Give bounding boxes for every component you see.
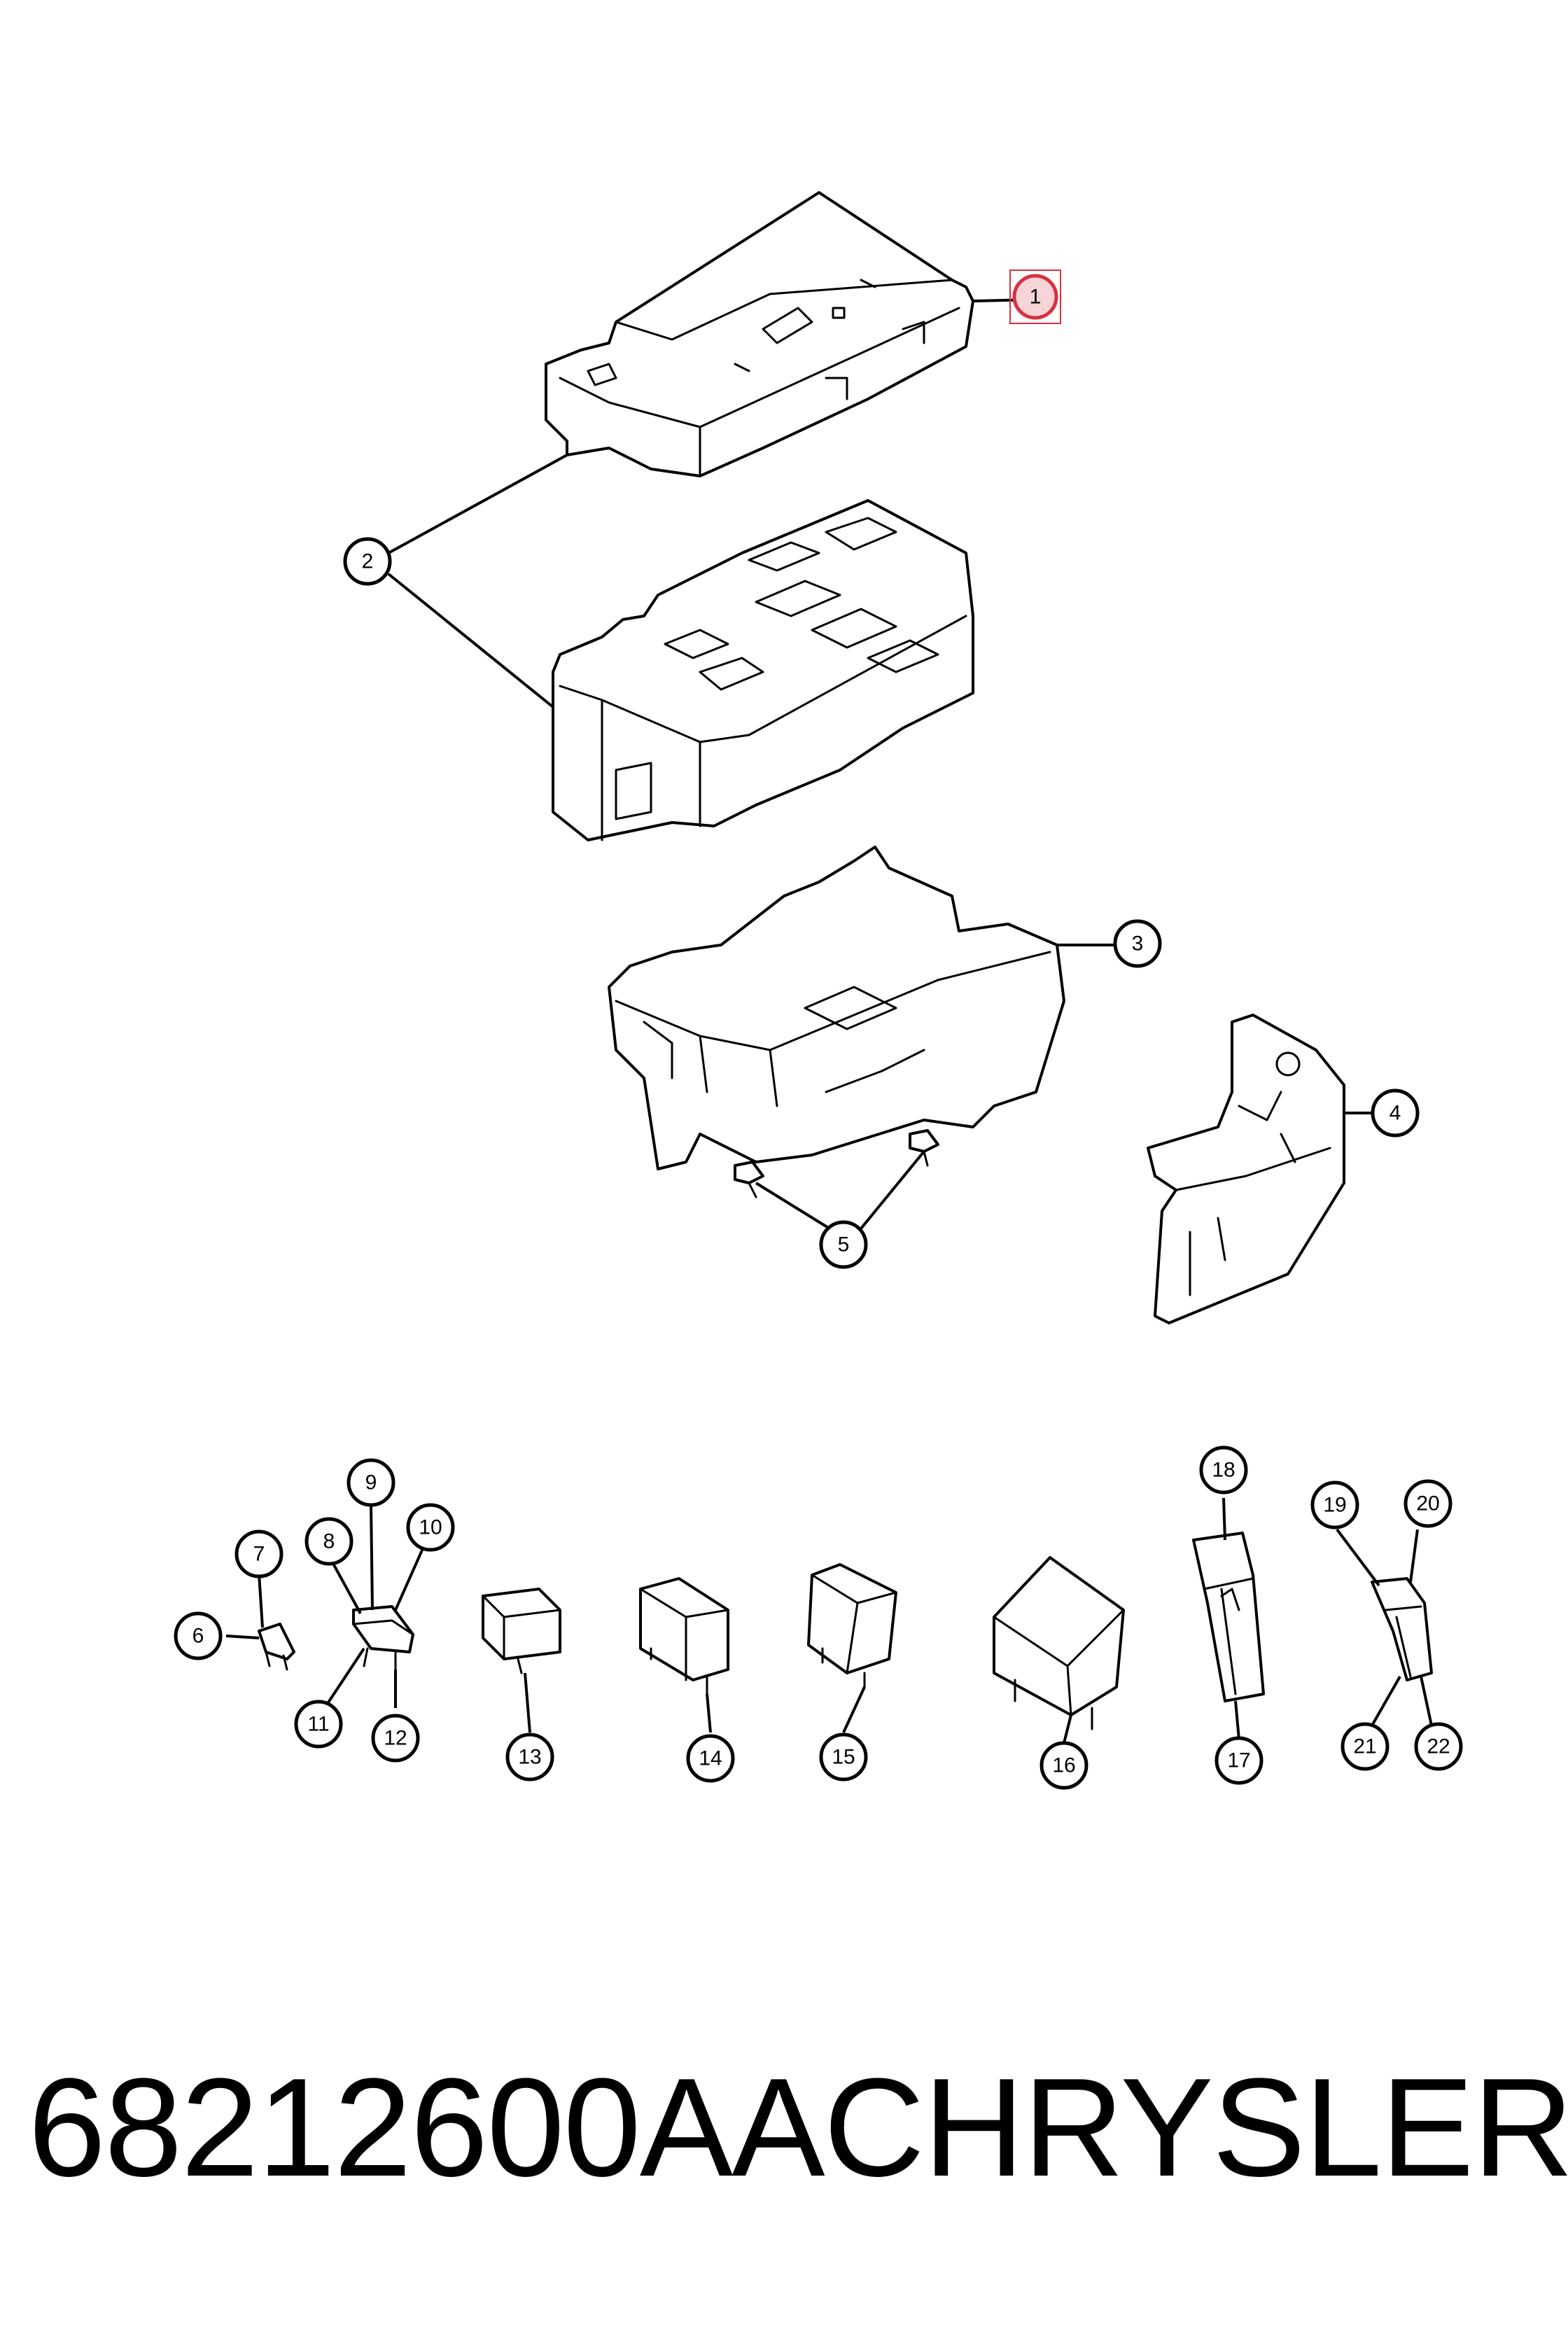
callout-8-label: 8: [323, 1530, 335, 1553]
part-8-12-fuse: [352, 1605, 414, 1671]
callout-16-label: 16: [1052, 1754, 1075, 1777]
footer: 68212600AA CHRYSLER: [28, 2050, 1568, 2206]
callout-14[interactable]: 14: [686, 1734, 735, 1783]
part-number: 68212600AA: [28, 2050, 825, 2206]
part-19-22-fuse: [1371, 1577, 1433, 1681]
part-4-bracket: [1147, 1014, 1345, 1324]
part-2-fuse-box: [552, 499, 974, 841]
callout-11-label: 11: [307, 1713, 329, 1736]
callout-6[interactable]: 6: [174, 1611, 223, 1660]
callout-15[interactable]: 15: [819, 1732, 868, 1782]
leader-lines: [225, 298, 1433, 1744]
callout-8[interactable]: 8: [304, 1517, 354, 1566]
callout-15-label: 15: [832, 1746, 855, 1769]
callout-10[interactable]: 10: [406, 1503, 455, 1552]
part-6-mini-fuse: [258, 1623, 295, 1671]
callout-22[interactable]: 22: [1414, 1722, 1463, 1771]
callout-19-label: 19: [1323, 1494, 1346, 1517]
callout-14-label: 14: [699, 1747, 722, 1770]
callout-6-label: 6: [192, 1625, 204, 1648]
part-15-relay: [807, 1563, 897, 1688]
part-17-18-fuse: [1192, 1532, 1265, 1702]
callout-9[interactable]: 9: [346, 1458, 396, 1507]
callout-18-label: 18: [1212, 1459, 1235, 1482]
callout-4-label: 4: [1390, 1102, 1401, 1125]
callout-7-label: 7: [253, 1543, 265, 1566]
callout-10-label: 10: [419, 1516, 442, 1539]
callout-13-label: 13: [518, 1746, 541, 1769]
callout-19[interactable]: 19: [1310, 1480, 1359, 1530]
callout-9-label: 9: [365, 1471, 377, 1494]
part-5-screws: [734, 1129, 939, 1198]
part-14-relay: [639, 1577, 729, 1695]
callout-13[interactable]: 13: [505, 1732, 554, 1782]
callout-22-label: 22: [1427, 1735, 1450, 1758]
callout-18[interactable]: 18: [1199, 1446, 1248, 1494]
part-3-tray: [608, 846, 1065, 1170]
callout-2-label: 2: [362, 550, 374, 573]
callout-3-label: 3: [1132, 932, 1144, 955]
callout-11[interactable]: 11: [294, 1700, 343, 1749]
part-16-relay: [993, 1556, 1125, 1730]
callout-5-label: 5: [838, 1233, 850, 1256]
callout-2[interactable]: 2: [343, 537, 392, 586]
callout-3[interactable]: 3: [1113, 919, 1162, 968]
callout-21[interactable]: 21: [1340, 1722, 1390, 1771]
callout-17[interactable]: 17: [1214, 1736, 1264, 1785]
callout-12-label: 12: [384, 1727, 407, 1750]
callout-17-label: 17: [1227, 1749, 1250, 1772]
part-1-cover: [545, 191, 974, 477]
callout-5[interactable]: 5: [819, 1220, 868, 1269]
callout-20[interactable]: 20: [1404, 1479, 1452, 1528]
callout-21-label: 21: [1353, 1735, 1376, 1758]
brand-name: CHRYSLER: [823, 2050, 1568, 2206]
callout-16[interactable]: 16: [1040, 1741, 1088, 1790]
callout-7[interactable]: 7: [234, 1530, 284, 1578]
part-13-fuse: [482, 1588, 561, 1674]
callout-1-label: 1: [1030, 286, 1042, 309]
callout-4[interactable]: 4: [1371, 1088, 1420, 1138]
callout-20-label: 20: [1416, 1492, 1439, 1516]
callout-1[interactable]: 1: [1009, 270, 1061, 324]
callout-12[interactable]: 12: [371, 1714, 420, 1763]
